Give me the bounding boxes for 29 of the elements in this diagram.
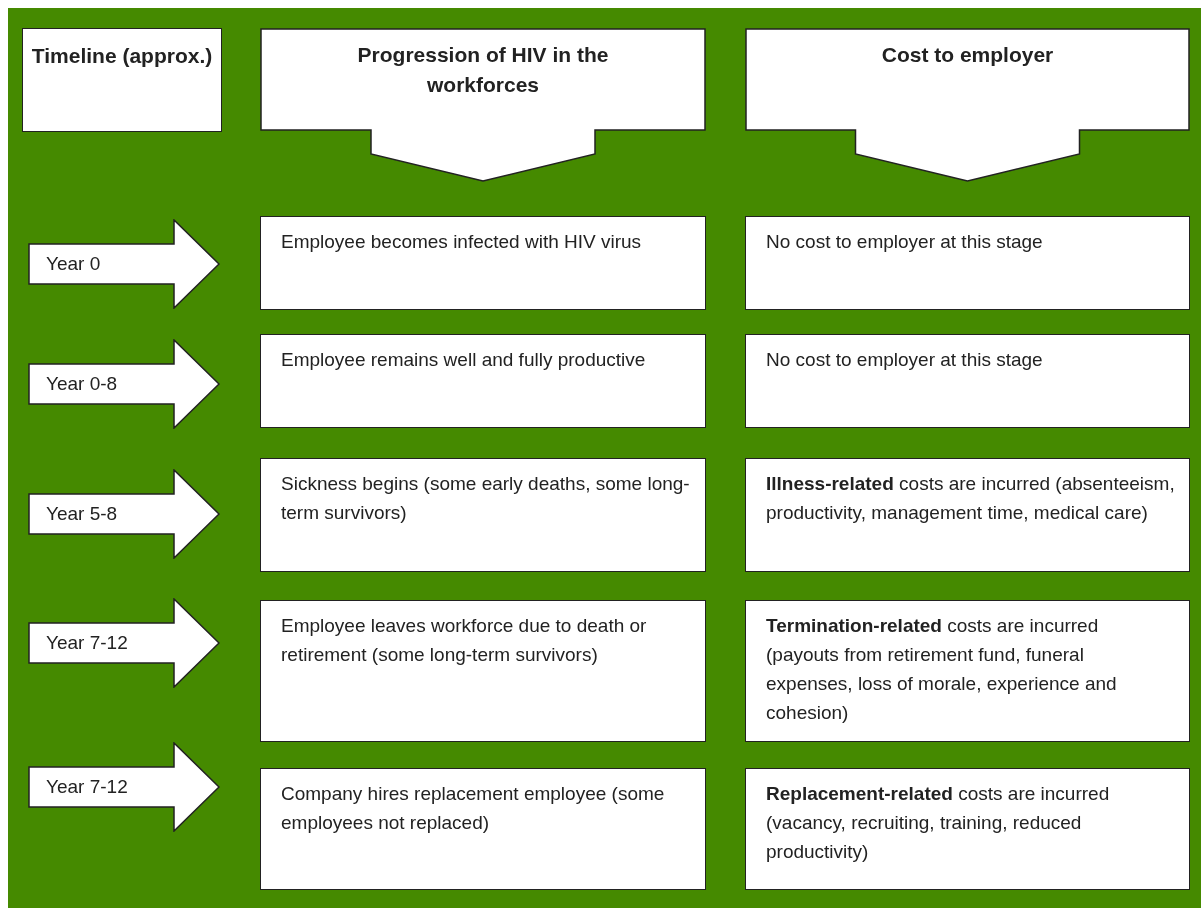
year-label: Year 7-12: [46, 775, 128, 799]
text-box: [260, 600, 706, 742]
text-box: [745, 216, 1190, 310]
year-label: Year 0: [46, 252, 101, 276]
box-text: Company hires replacement employee (some employees not replaced): [281, 782, 666, 835]
year-label: Year 5-8: [46, 502, 118, 526]
text-box: [260, 334, 706, 428]
box-text: Illness-related costs are incurred (absenteeism, productivity, management time, medical care): [766, 472, 1175, 525]
text-box: [745, 600, 1190, 742]
text-box: [745, 458, 1190, 572]
text-box: [260, 768, 706, 890]
year-label: Year 7-12: [46, 631, 128, 655]
text-box: [260, 458, 706, 572]
text-box: [260, 216, 706, 310]
text-box: [745, 768, 1190, 890]
text-box: [745, 334, 1190, 428]
box-text: Sickness begins (some early deaths, some long-term survivors): [281, 472, 691, 525]
box-text: Termination-related costs are incurred (payouts from retirement fund, funeral expenses, loss of morale, experience and cohesion): [766, 614, 1118, 725]
column-heading: Cost to employer: [880, 42, 1055, 68]
header-box: [22, 28, 222, 132]
column-heading: Progression of HIV in the workforces: [356, 42, 610, 98]
box-text: No cost to employer at this stage: [766, 230, 1044, 254]
box-text: Replacement-related costs are incurred (vacancy, recruiting, training, reduced productivity): [766, 782, 1111, 864]
box-text: No cost to employer at this stage: [766, 348, 1044, 372]
box-text: Employee becomes infected with HIV virus: [281, 230, 643, 254]
year-label: Year 0-8: [46, 372, 118, 396]
box-text: Employee leaves workforce due to death or retirement (some long-term survivors): [281, 614, 648, 667]
box-text: Employee remains well and fully productive: [281, 348, 647, 372]
column-heading: Timeline (approx.): [30, 43, 214, 69]
